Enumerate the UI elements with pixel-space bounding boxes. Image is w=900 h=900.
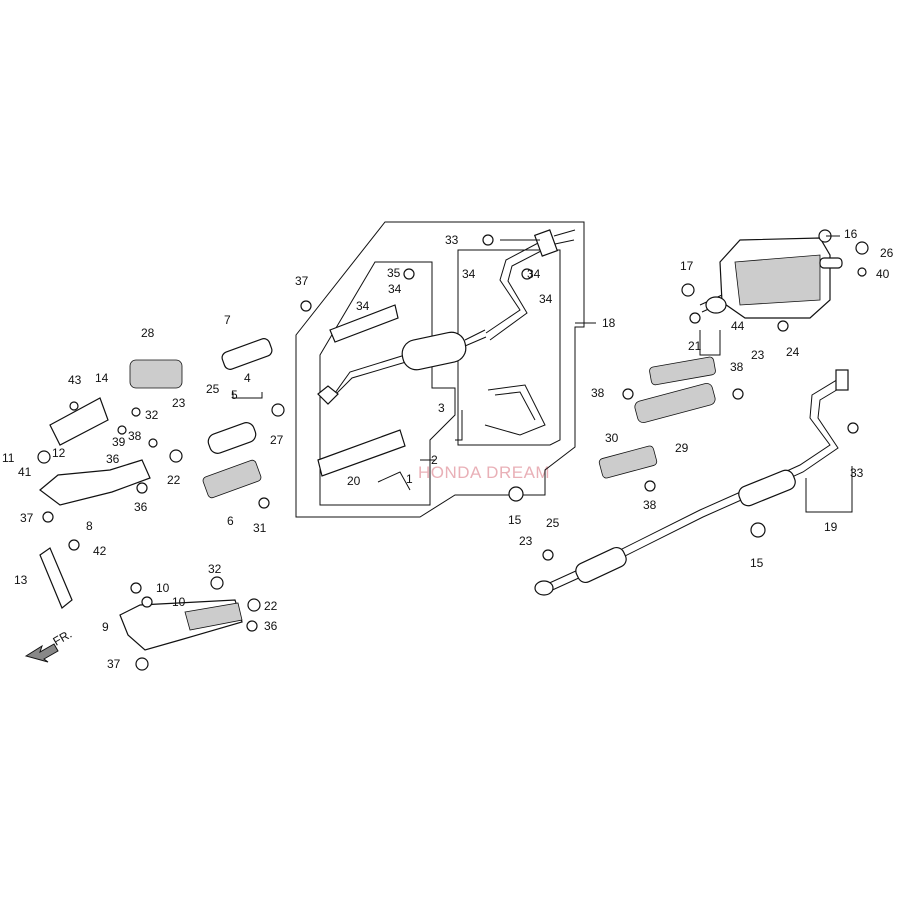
small-hardware xyxy=(37,229,869,671)
callout-23a: 23 xyxy=(172,396,186,410)
callout-22a: 22 xyxy=(167,473,181,487)
callout-38d: 38 xyxy=(643,498,657,512)
front-direction-arrow: FR. xyxy=(24,627,74,663)
callout-36c: 36 xyxy=(264,619,278,633)
callout-23c: 23 xyxy=(751,348,765,362)
callout-25a: 25 xyxy=(206,382,220,396)
callout-34c: 34 xyxy=(462,267,476,281)
callout-17: 17 xyxy=(680,259,694,273)
callout-18: 18 xyxy=(602,316,616,330)
callout-39: 39 xyxy=(112,435,126,449)
callout-9: 9 xyxy=(102,620,109,634)
callout-14: 14 xyxy=(95,371,109,385)
callout-36a: 36 xyxy=(106,452,120,466)
callout-27: 27 xyxy=(270,433,284,447)
callout-26: 26 xyxy=(880,246,894,260)
callout-1: 1 xyxy=(406,472,413,486)
callout-32a: 32 xyxy=(145,408,159,422)
exhaust-manifold-pipes xyxy=(39,397,243,651)
callout-34e: 34 xyxy=(539,292,553,306)
callout-35: 35 xyxy=(387,266,401,280)
callout-20: 20 xyxy=(347,474,361,488)
callout-34b: 34 xyxy=(356,299,370,313)
callout-31: 31 xyxy=(253,521,267,535)
front-exhaust-pipe xyxy=(534,369,849,596)
callout-labels: 11 41 12 43 14 39 36 32 38 28 8 36 37 42… xyxy=(2,227,894,671)
callout-37c: 37 xyxy=(295,274,309,288)
callout-37a: 37 xyxy=(20,511,34,525)
watermark-text: HONDA DREAM xyxy=(418,463,550,482)
callout-37b: 37 xyxy=(107,657,121,671)
callout-5: 5 xyxy=(231,388,238,402)
callout-21: 21 xyxy=(688,339,702,353)
callout-40: 40 xyxy=(876,267,890,281)
callout-11: 11 xyxy=(2,451,15,465)
callout-38b: 38 xyxy=(591,386,605,400)
callout-41: 41 xyxy=(18,465,32,479)
callout-10a: 10 xyxy=(156,581,170,595)
callout-7: 7 xyxy=(224,313,231,327)
callout-29: 29 xyxy=(675,441,689,455)
callout-43: 43 xyxy=(68,373,82,387)
callout-30: 30 xyxy=(605,431,619,445)
callout-42: 42 xyxy=(93,544,107,558)
rear-muffler xyxy=(699,237,843,319)
callout-34a: 34 xyxy=(388,282,402,296)
callout-15b: 15 xyxy=(750,556,764,570)
callout-28: 28 xyxy=(141,326,155,340)
converter-parts xyxy=(129,338,716,499)
callout-10b: 10 xyxy=(172,595,186,609)
callout-36b: 36 xyxy=(134,500,148,514)
callout-4: 4 xyxy=(244,371,251,385)
center-brackets xyxy=(317,304,546,491)
leader-lines xyxy=(232,235,853,513)
exhaust-pipe-a xyxy=(317,329,487,405)
callout-44: 44 xyxy=(731,319,745,333)
callout-22b: 22 xyxy=(264,599,278,613)
callout-19: 19 xyxy=(824,520,838,534)
callout-3: 3 xyxy=(438,401,445,415)
callout-32b: 32 xyxy=(208,562,222,576)
callout-12: 12 xyxy=(52,446,66,460)
callout-25b: 25 xyxy=(546,516,560,530)
callout-8: 8 xyxy=(86,519,93,533)
callout-34d: 34 xyxy=(527,267,541,281)
callout-16: 16 xyxy=(844,227,858,241)
callout-24: 24 xyxy=(786,345,800,359)
callout-38c: 38 xyxy=(730,360,744,374)
callout-33b: 33 xyxy=(850,466,864,480)
callout-15a: 15 xyxy=(508,513,522,527)
callout-2: 2 xyxy=(431,453,438,467)
callout-33a: 33 xyxy=(445,233,459,247)
callout-13: 13 xyxy=(14,573,28,587)
callout-38a: 38 xyxy=(128,429,142,443)
callout-23b: 23 xyxy=(519,534,533,548)
exhaust-pipe-b xyxy=(485,229,576,341)
callout-6: 6 xyxy=(227,514,234,528)
